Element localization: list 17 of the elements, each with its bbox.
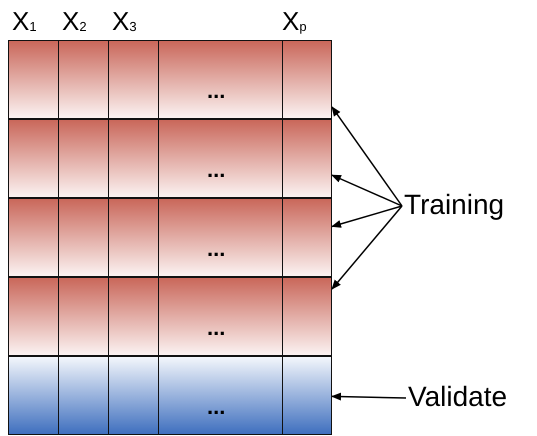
ellipsis-text: ... xyxy=(207,395,226,419)
data-row xyxy=(8,119,332,198)
ellipsis-text: ... xyxy=(207,237,226,261)
arrow xyxy=(331,206,403,290)
arrow xyxy=(331,174,402,207)
data-row xyxy=(8,356,332,435)
data-row xyxy=(8,198,332,277)
data-row xyxy=(8,40,332,119)
data-row xyxy=(8,277,332,356)
annotation-text: Training xyxy=(404,189,504,221)
annotation-text: Validate xyxy=(408,381,508,413)
arrow xyxy=(331,392,406,401)
arrow xyxy=(331,205,402,228)
ellipsis-text: ... xyxy=(207,79,226,103)
ellipsis-text: ... xyxy=(207,158,226,182)
arrow xyxy=(331,106,403,206)
ellipsis-text: ... xyxy=(207,316,226,340)
